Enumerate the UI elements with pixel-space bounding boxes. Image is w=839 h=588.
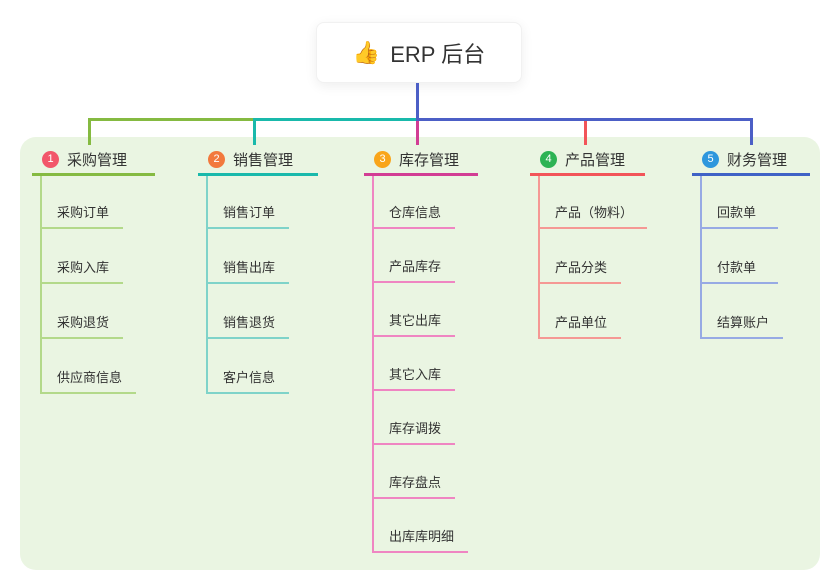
child-label: 付款单: [717, 260, 757, 275]
child-node[interactable]: 产品单位: [540, 284, 622, 339]
child-label: 销售出库: [223, 260, 276, 275]
branch-label: 产品管理: [565, 152, 626, 169]
branch-children: 销售订单 销售出库 销售退货 客户信息: [206, 176, 318, 394]
bus-segment-indigo: [416, 118, 753, 121]
child-node[interactable]: 仓库信息: [374, 176, 456, 229]
child-node[interactable]: 库存调拨: [374, 391, 456, 445]
child-label: 其它入库: [389, 367, 442, 382]
child-label: 仓库信息: [389, 205, 442, 220]
child-label: 采购退货: [57, 315, 110, 330]
root-node[interactable]: 👍 ERP 后台: [316, 22, 522, 83]
child-label: 供应商信息: [57, 370, 123, 385]
child-node[interactable]: 产品（物料）: [540, 176, 648, 229]
child-label: 库存盘点: [389, 475, 442, 490]
branch-inventory: 3 库存管理 仓库信息 产品库存 其它出库 其它入库 库存调拨 库存盘点: [364, 146, 478, 553]
branch-number-badge: 5: [702, 151, 719, 168]
drop-connector-sales: [253, 118, 256, 145]
branch-label: 库存管理: [399, 152, 460, 169]
branch-number-badge: 4: [540, 151, 557, 168]
child-node[interactable]: 产品库存: [374, 229, 456, 283]
branch-product: 4 产品管理 产品（物料） 产品分类 产品单位: [530, 146, 648, 339]
child-label: 回款单: [717, 205, 757, 220]
thumbs-up-icon: 👍: [352, 39, 381, 65]
child-node[interactable]: 采购入库: [42, 229, 124, 284]
branch-label: 销售管理: [233, 152, 294, 169]
child-label: 其它出库: [389, 313, 442, 328]
child-label: 销售订单: [223, 205, 276, 220]
child-node[interactable]: 销售订单: [208, 176, 290, 229]
child-label: 采购入库: [57, 260, 110, 275]
child-node[interactable]: 销售退货: [208, 284, 290, 339]
child-node[interactable]: 销售出库: [208, 229, 290, 284]
child-node[interactable]: 采购退货: [42, 284, 124, 339]
bus-segment-teal: [253, 118, 418, 121]
child-label: 产品库存: [389, 259, 442, 274]
child-node[interactable]: 结算账户: [702, 284, 784, 339]
root-vertical-connector: [416, 83, 419, 121]
child-node[interactable]: 付款单: [702, 229, 778, 284]
child-label: 产品单位: [555, 315, 608, 330]
branch-header-product[interactable]: 4 产品管理: [530, 146, 645, 176]
branch-label: 采购管理: [67, 152, 128, 169]
child-node[interactable]: 供应商信息: [42, 339, 137, 394]
child-label: 客户信息: [223, 370, 276, 385]
child-node[interactable]: 采购订单: [42, 176, 124, 229]
child-label: 产品（物料）: [555, 205, 634, 220]
branch-children: 采购订单 采购入库 采购退货 供应商信息: [40, 176, 155, 394]
child-node[interactable]: 客户信息: [208, 339, 290, 394]
child-label: 库存调拨: [389, 421, 442, 436]
child-node[interactable]: 产品分类: [540, 229, 622, 284]
bus-segment-green: [88, 118, 255, 121]
child-node[interactable]: 其它入库: [374, 337, 456, 391]
branch-number-badge: 3: [374, 151, 391, 168]
child-node[interactable]: 库存盘点: [374, 445, 456, 499]
branch-header-finance[interactable]: 5 财务管理: [692, 146, 810, 176]
branch-number-badge: 2: [208, 151, 225, 168]
branch-number-badge: 1: [42, 151, 59, 168]
branch-header-purchase[interactable]: 1 采购管理: [32, 146, 155, 176]
child-node[interactable]: 回款单: [702, 176, 778, 229]
drop-connector-inventory: [416, 121, 419, 145]
child-label: 采购订单: [57, 205, 110, 220]
child-label: 销售退货: [223, 315, 276, 330]
branch-label: 财务管理: [727, 152, 788, 169]
child-node[interactable]: 其它出库: [374, 283, 456, 337]
drop-connector-finance: [750, 118, 753, 145]
branch-children: 产品（物料） 产品分类 产品单位: [538, 176, 648, 339]
root-label: ERP 后台: [390, 41, 486, 67]
branch-children: 回款单 付款单 结算账户: [700, 176, 810, 339]
branch-finance: 5 财务管理 回款单 付款单 结算账户: [692, 146, 810, 339]
branch-children: 仓库信息 产品库存 其它出库 其它入库 库存调拨 库存盘点 出库库明细: [372, 176, 478, 553]
drop-connector-purchase: [88, 118, 91, 145]
child-label: 产品分类: [555, 260, 608, 275]
branch-purchase: 1 采购管理 采购订单 采购入库 采购退货 供应商信息: [32, 146, 155, 394]
drop-connector-product: [584, 121, 587, 145]
branch-header-inventory[interactable]: 3 库存管理: [364, 146, 478, 176]
child-label: 出库库明细: [389, 529, 455, 544]
branch-header-sales[interactable]: 2 销售管理: [198, 146, 318, 176]
branch-sales: 2 销售管理 销售订单 销售出库 销售退货 客户信息: [198, 146, 318, 394]
child-label: 结算账户: [717, 315, 770, 330]
child-node[interactable]: 出库库明细: [374, 499, 469, 553]
